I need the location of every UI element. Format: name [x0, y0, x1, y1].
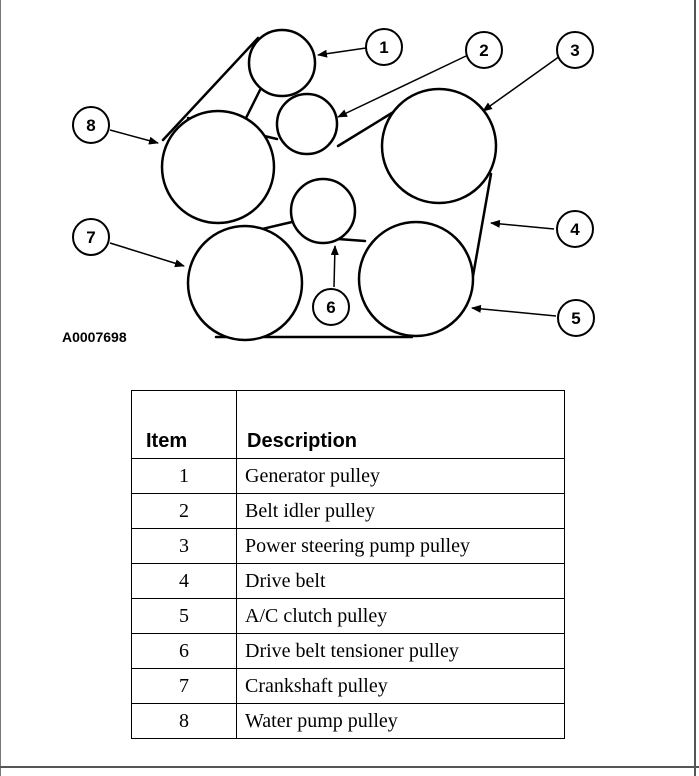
- table-row: 1 Generator pulley: [131, 458, 565, 494]
- ac-clutch-pulley: [357, 220, 475, 338]
- leader-arrow-8: [109, 129, 159, 145]
- figure-id: A0007698: [62, 329, 127, 345]
- frame-bottom-border: [0, 766, 699, 768]
- frame-right-border: [694, 0, 696, 776]
- item-number: 2: [131, 493, 237, 529]
- crankshaft-pulley: [186, 224, 304, 342]
- leader-arrow-6: [330, 245, 339, 288]
- table-row: 6 Drive belt tensioner pulley: [131, 633, 565, 669]
- svg-text:5: 5: [571, 309, 580, 328]
- svg-text:6: 6: [326, 298, 335, 317]
- svg-text:8: 8: [86, 116, 95, 135]
- table-row: 2 Belt idler pulley: [131, 493, 565, 529]
- svg-text:3: 3: [570, 41, 579, 60]
- description-column-header: Description: [236, 390, 565, 459]
- callout-2: 2: [465, 31, 503, 69]
- frame-left-border: [0, 0, 1, 776]
- item-description: Water pump pulley: [236, 703, 565, 739]
- belt-idler-pulley: [275, 92, 339, 156]
- callout-6: 6: [312, 288, 350, 326]
- svg-text:2: 2: [479, 41, 488, 60]
- callout-5: 5: [557, 299, 595, 337]
- callout-3: 3: [556, 31, 594, 69]
- item-number: 8: [131, 703, 237, 739]
- callout-7: 7: [72, 218, 110, 256]
- leader-arrow-5: [471, 304, 557, 317]
- item-number: 4: [131, 563, 237, 599]
- item-description: Crankshaft pulley: [236, 668, 565, 704]
- table-row: 7 Crankshaft pulley: [131, 668, 565, 704]
- callout-8: 8: [72, 106, 110, 144]
- item-number: 3: [131, 528, 237, 564]
- table-row: 5 A/C clutch pulley: [131, 598, 565, 634]
- table-row: 4 Drive belt: [131, 563, 565, 599]
- item-description: Drive belt: [236, 563, 565, 599]
- leader-arrow-2: [337, 55, 467, 118]
- table-row: 3 Power steering pump pulley: [131, 528, 565, 564]
- belt-routing-diagram: 1 2 3 4 5 6 7 8: [72, 28, 595, 342]
- generator-pulley: [247, 28, 317, 98]
- item-description: A/C clutch pulley: [236, 598, 565, 634]
- item-description: Belt idler pulley: [236, 493, 565, 529]
- svg-text:4: 4: [570, 220, 580, 239]
- item-description: Power steering pump pulley: [236, 528, 565, 564]
- svg-text:7: 7: [86, 228, 95, 247]
- leader-arrow-7: [109, 242, 185, 268]
- leader-arrow-1: [317, 47, 367, 58]
- legend-header-row: Item Description: [131, 390, 565, 459]
- item-description: Generator pulley: [236, 458, 565, 494]
- item-number: 7: [131, 668, 237, 704]
- leader-arrow-3: [482, 55, 561, 112]
- drive-belt-tensioner-pulley: [289, 177, 357, 245]
- table-row: 8 Water pump pulley: [131, 703, 565, 739]
- item-number: 6: [131, 633, 237, 669]
- leader-arrow-4: [490, 219, 555, 230]
- item-column-header: Item: [131, 390, 237, 459]
- callout-1: 1: [365, 28, 403, 66]
- callout-4: 4: [556, 210, 594, 248]
- water-pump-pulley: [160, 109, 276, 225]
- item-number: 1: [131, 458, 237, 494]
- item-number: 5: [131, 598, 237, 634]
- legend-table: Item Description 1 Generator pulley 2 Be…: [131, 390, 565, 739]
- item-description: Drive belt tensioner pulley: [236, 633, 565, 669]
- power-steering-pump-pulley: [380, 87, 498, 205]
- svg-text:1: 1: [379, 38, 388, 57]
